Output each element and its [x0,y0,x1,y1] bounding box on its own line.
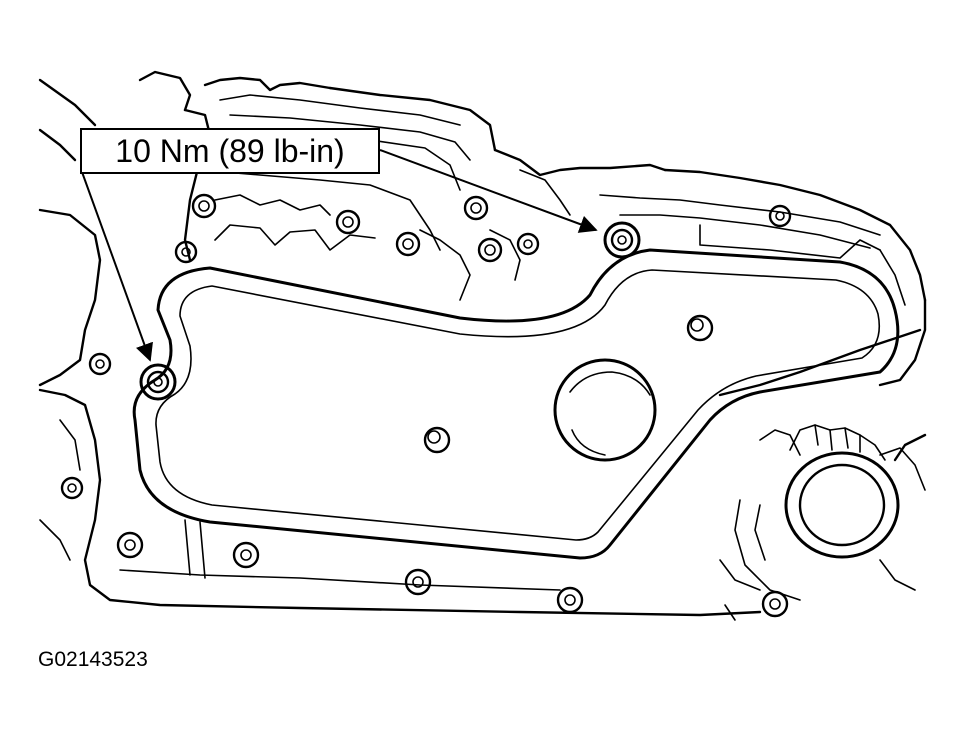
gear-assembly [719,424,926,621]
bolt [463,195,489,221]
lower-casting-details [39,419,561,591]
leader-arrow-left [81,171,153,362]
cover-holes [423,314,714,454]
callout-leaders [81,149,598,362]
bolt [477,237,503,263]
bolt [761,590,789,618]
torque-callout: 10 Nm (89 lb-in) [80,128,380,174]
bolt [116,531,144,559]
casting-bolts [60,193,792,618]
leader-arrow-right [379,149,598,233]
cover-bore [553,358,657,462]
bolt [88,352,112,376]
bolt [395,231,421,257]
bolt [768,204,792,228]
torque-bolt-right [603,221,641,259]
upper-passages [199,94,906,306]
bolt [60,476,84,500]
figure-id: G02143523 [38,648,148,671]
bolt [232,541,260,569]
bolt [404,568,432,596]
bolt [556,586,584,614]
bolt [335,209,361,235]
bolt [516,232,540,256]
torque-bolt-left [139,363,177,401]
cover-gasket-outline [132,248,900,560]
torque-label: 10 Nm (89 lb-in) [115,132,345,169]
bolt [174,240,198,264]
bolt [191,193,217,219]
